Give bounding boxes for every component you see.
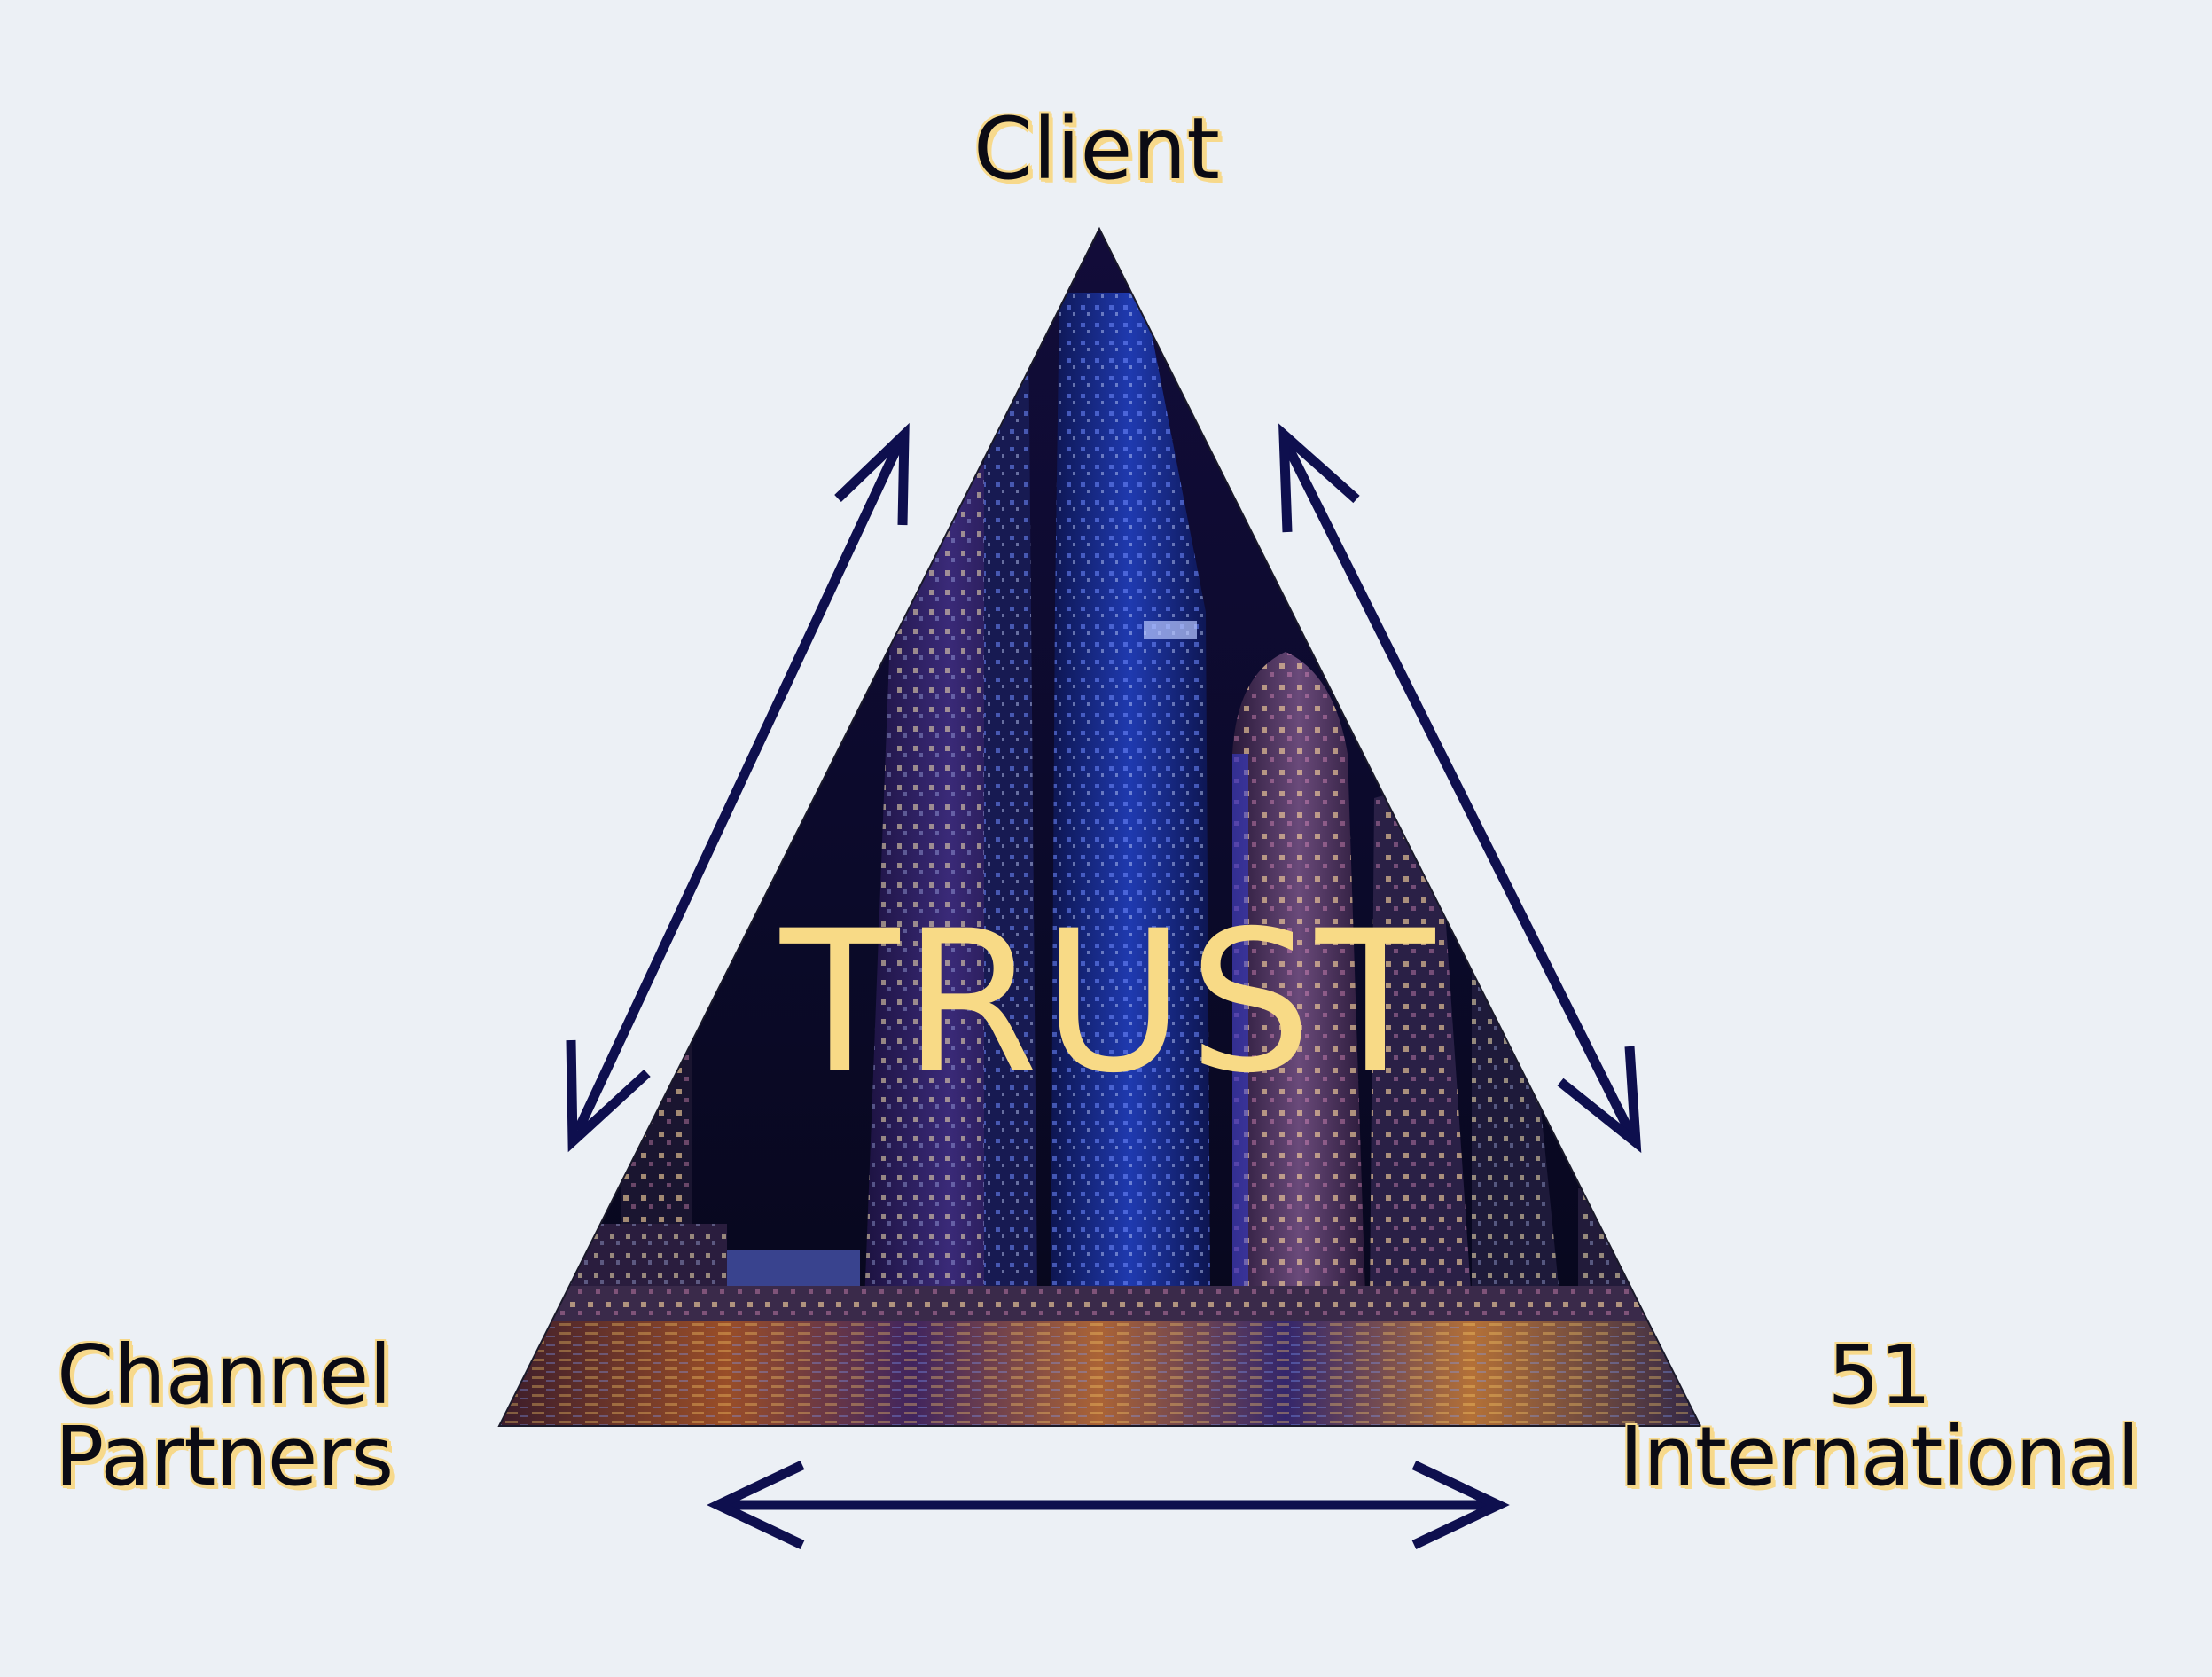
arrow-client-51-international bbox=[1278, 423, 1642, 1154]
node-client: Client bbox=[973, 106, 1220, 192]
node-channel-partners-line-1: Channel bbox=[57, 1328, 392, 1422]
trust-label: TRUST bbox=[780, 889, 1439, 1116]
node-channel-partners: Channel Partners bbox=[34, 1335, 415, 1498]
node-51-international-line-1: 51 bbox=[1827, 1328, 1932, 1422]
city-night-photo bbox=[499, 229, 1700, 1426]
node-51-international-line-2: International bbox=[1619, 1409, 2140, 1504]
node-channel-partners-line-2: Partners bbox=[54, 1409, 395, 1504]
node-51-international: 51 International bbox=[1596, 1335, 2163, 1498]
node-client-line-1: Client bbox=[973, 99, 1220, 199]
arrow-channel-partners-client bbox=[566, 422, 910, 1153]
arrow-channel-partners-51-international bbox=[707, 1461, 1510, 1549]
